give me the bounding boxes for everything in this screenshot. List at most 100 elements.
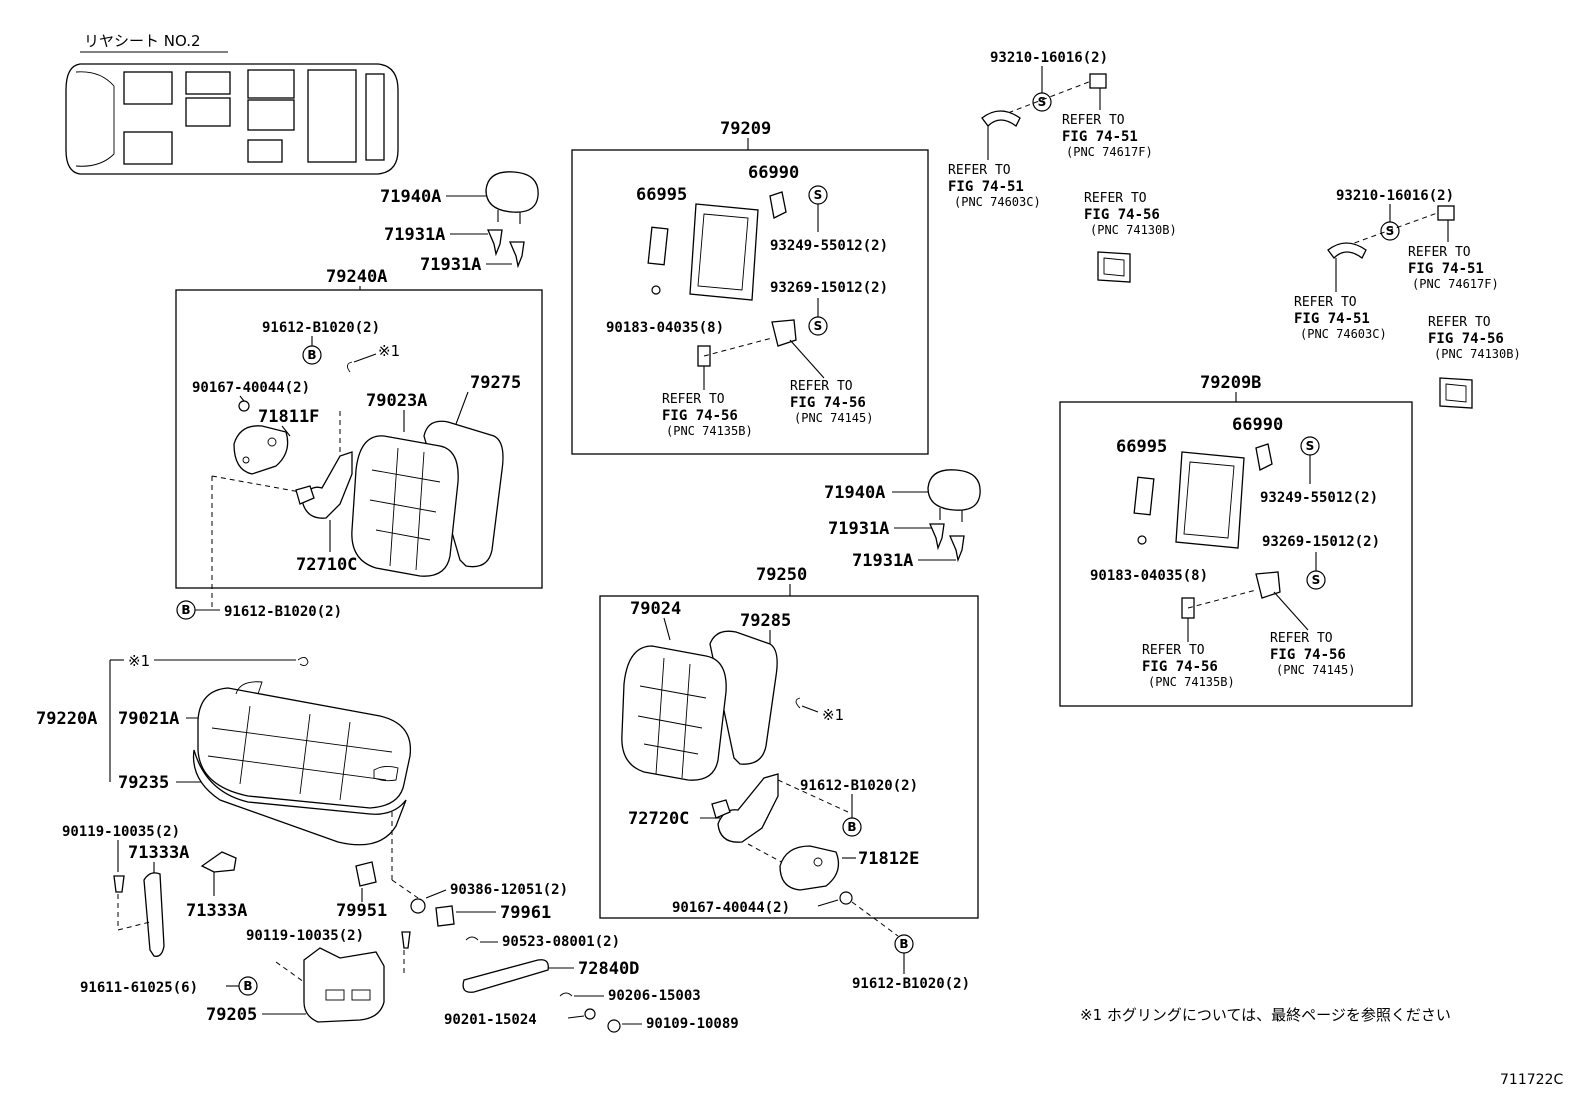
label-91612-2: 91612-B1020(2)	[224, 604, 342, 620]
label-93249-b: 93249-55012(2)	[1260, 490, 1378, 506]
ref8-pnc: (PNC 74145)	[794, 411, 873, 425]
cap-74617f-a	[1089, 73, 1107, 89]
marker-b-3-text: B	[847, 820, 856, 834]
cushion-clip	[373, 765, 399, 782]
ref5-top: REFER TO	[1294, 295, 1357, 310]
bracket-b	[1255, 571, 1281, 599]
label-90523: 90523-08001(2)	[502, 934, 620, 950]
seatback-pad-79285	[709, 630, 778, 765]
label-90183-b: 90183-04035(8)	[1090, 568, 1208, 584]
screw-90201	[584, 1008, 596, 1020]
label-79951: 79951	[336, 901, 387, 921]
label-79285: 79285	[740, 611, 791, 631]
pad-66995-b	[1133, 476, 1155, 516]
bolt-90119-1	[113, 875, 125, 893]
label-93210-a: 93210-16016(2)	[990, 50, 1108, 66]
ref6-fig: FIG 74-56	[1428, 331, 1504, 347]
headrest-group-1: 71940A 71931A 71931A	[380, 171, 539, 275]
pad-66995-a	[647, 226, 669, 266]
ref2-fig: FIG 74-51	[948, 179, 1024, 195]
label-90119-1: 90119-10035(2)	[62, 824, 180, 840]
seat-back-frame-a	[689, 203, 759, 301]
label-71333a-2: 71333A	[186, 901, 247, 921]
seat-rear-side	[365, 73, 385, 161]
seat-back-frame-b	[1175, 451, 1245, 549]
guide-71931a-4	[949, 535, 965, 563]
label-91612-1: 91612-B1020(2)	[262, 320, 380, 336]
seat-cushion-group: ※1 79220A 79021A 79235	[36, 652, 419, 899]
label-71940a-2: 71940A	[824, 483, 885, 503]
screw-90109	[607, 1019, 621, 1033]
ref10-fig: FIG 74-56	[1270, 647, 1346, 663]
label-79240a: 79240A	[326, 267, 387, 287]
label-71940a-1: 71940A	[380, 187, 441, 207]
marker-s-1-text: S	[814, 188, 823, 202]
seatback-79250-group: 79250 79024 79285 ※1 91612-B1020(2) B 72…	[599, 565, 979, 992]
ref8-top: REFER TO	[790, 379, 853, 394]
note1-b: ※1	[822, 706, 844, 724]
leg-cover-79205	[303, 947, 385, 1023]
marker-b-1-text: B	[307, 348, 316, 362]
label-91611: 91611-61025(6)	[80, 980, 198, 996]
bolt-90167-1	[238, 400, 250, 412]
label-93249-a: 93249-55012(2)	[770, 238, 888, 254]
cover-71811f	[233, 425, 289, 475]
label-90167-2: 90167-40044(2)	[672, 900, 790, 916]
ref8-fig: FIG 74-56	[790, 395, 866, 411]
cushion-cover-79021a	[197, 687, 412, 809]
grommet-90386	[410, 898, 426, 914]
ref3-top: REFER TO	[1084, 191, 1147, 206]
label-71333a-1: 71333A	[128, 843, 189, 863]
ref6-top: REFER TO	[1428, 315, 1491, 330]
seatback-stitch-c	[637, 685, 707, 755]
ref7-fig: FIG 74-56	[662, 408, 738, 424]
label-71931a-4: 71931A	[852, 551, 913, 571]
label-71931a-2: 71931A	[420, 255, 481, 275]
box-79250	[599, 595, 979, 919]
hogring-2	[795, 697, 801, 709]
label-93210-b: 93210-16016(2)	[1336, 188, 1454, 204]
seatback-79240a-group: 79240A 91612-B1020(2) B ※1 90167-40044(2…	[175, 267, 543, 620]
label-90206: 90206-15003	[608, 988, 701, 1004]
clip-90523	[465, 936, 479, 941]
label-72840d: 72840D	[578, 959, 639, 979]
marker-s-3-text: S	[1038, 95, 1047, 109]
ref7-pnc: (PNC 74135B)	[666, 424, 753, 438]
label-71811f: 71811F	[258, 407, 319, 427]
ref9-pnc: (PNC 74135B)	[1148, 675, 1235, 689]
label-66990-a: 66990	[748, 163, 799, 183]
bracket-71333a-1	[143, 872, 165, 957]
cover-72840d	[462, 959, 549, 993]
cap-74617f-b	[1437, 205, 1455, 221]
label-79205: 79205	[206, 1005, 257, 1025]
seatback-stitch-a	[369, 469, 441, 541]
ref6-pnc: (PNC 74130B)	[1434, 347, 1521, 361]
seat-row2-a	[185, 71, 231, 95]
hook-66990-b	[1255, 443, 1273, 471]
label-79209: 79209	[720, 119, 771, 139]
illustration-id: 711722C	[1500, 1072, 1563, 1088]
bracket-a	[771, 319, 797, 347]
frame-79209b-group: 79209B 66990 66995 S 93249-55012(2) 9326…	[1059, 373, 1413, 707]
label-90119-2: 90119-10035(2)	[246, 928, 364, 944]
label-91612-3: 91612-B1020(2)	[800, 778, 918, 794]
ref10-pnc: (PNC 74145)	[1276, 663, 1355, 677]
ref2-top: REFER TO	[948, 163, 1011, 178]
seatback-stitch-d	[655, 657, 691, 779]
hook-74130b-b	[1439, 377, 1473, 409]
marker-s-2-text: S	[814, 319, 823, 333]
label-66995-a: 66995	[636, 185, 687, 205]
cushion-hook	[235, 681, 263, 695]
box-79209	[571, 149, 929, 455]
hogring-1	[347, 361, 353, 373]
grip-a	[981, 110, 1021, 127]
front-seat-right	[123, 131, 173, 165]
ref1-pnc: (PNC 74617F)	[1066, 145, 1153, 159]
ref4-top: REFER TO	[1408, 245, 1471, 260]
bolt-90119-2	[401, 931, 411, 949]
ref3-fig: FIG 74-56	[1084, 207, 1160, 223]
label-72720c: 72720C	[628, 809, 689, 829]
bolt-90167-2	[839, 891, 853, 905]
clip-79951	[355, 861, 377, 887]
